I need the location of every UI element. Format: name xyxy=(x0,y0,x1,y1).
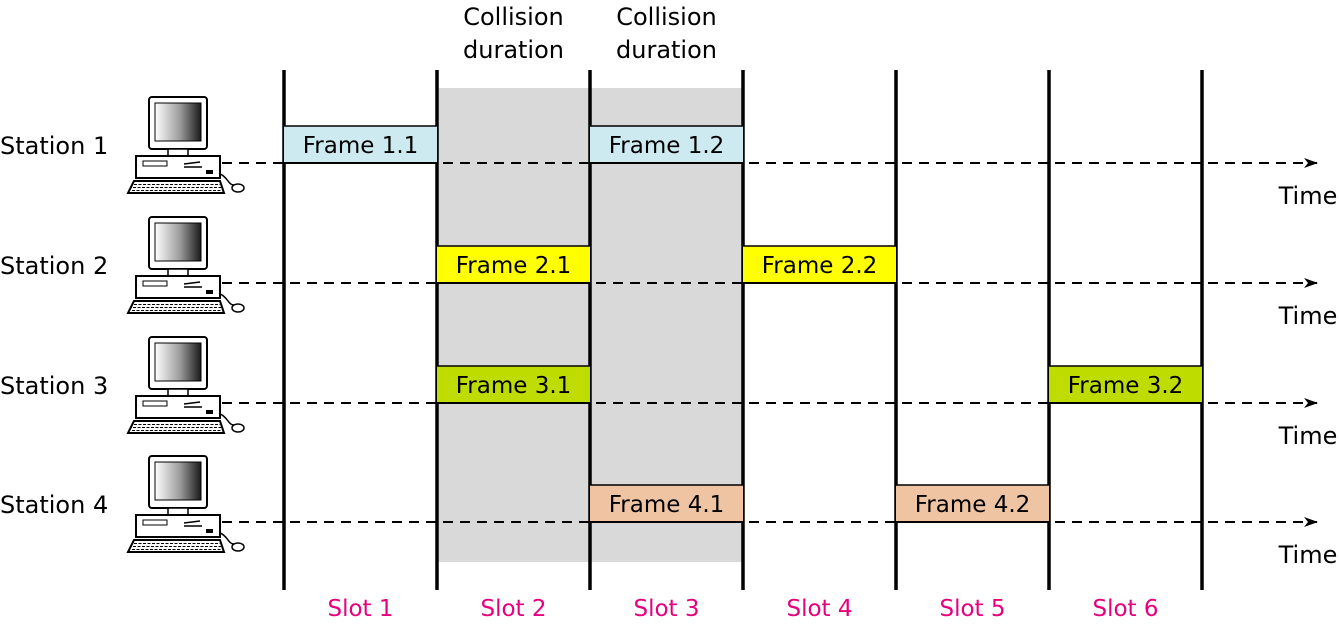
time-label: Time xyxy=(1278,541,1338,569)
frame-label: Frame 3.2 xyxy=(1068,373,1184,399)
computer-icon xyxy=(126,336,245,434)
frame-label: Frame 2.1 xyxy=(456,253,572,279)
slot-label: Slot 6 xyxy=(1092,596,1158,622)
frame-label: Frame 4.2 xyxy=(915,492,1031,518)
time-label: Time xyxy=(1278,302,1338,330)
slot-label: Slot 1 xyxy=(327,596,393,622)
frame-box xyxy=(743,246,896,283)
station-label: Station 3 xyxy=(0,372,108,400)
collision-label-line1: Collision xyxy=(463,3,564,31)
computer-icon xyxy=(126,96,245,194)
frame-label: Frame 2.2 xyxy=(762,253,878,279)
frame-label: Frame 1.2 xyxy=(609,133,725,159)
station-label: Station 1 xyxy=(0,132,108,160)
time-label: Time xyxy=(1278,422,1338,450)
frame-label: Frame 4.1 xyxy=(609,492,725,518)
station-label: Station 4 xyxy=(0,491,108,519)
frame-label: Frame 3.1 xyxy=(456,373,572,399)
collision-label-line2: duration xyxy=(463,36,564,64)
frame-box xyxy=(1049,366,1202,403)
station-label: Station 2 xyxy=(0,252,108,280)
collision-region xyxy=(590,88,743,562)
frame-box xyxy=(590,485,743,522)
collision-label-line2: duration xyxy=(616,36,717,64)
frame-box xyxy=(437,246,590,283)
frame-label: Frame 1.1 xyxy=(303,133,419,159)
computer-icon xyxy=(126,455,245,553)
time-label: Time xyxy=(1278,182,1338,210)
collision-region xyxy=(437,88,590,562)
slot-label: Slot 4 xyxy=(786,596,852,622)
frame-box xyxy=(896,485,1049,522)
slot-label: Slot 3 xyxy=(633,596,699,622)
collision-label-line1: Collision xyxy=(616,3,717,31)
computer-icon xyxy=(126,216,245,314)
slot-label: Slot 5 xyxy=(939,596,1005,622)
slot-label: Slot 2 xyxy=(480,596,546,622)
frame-box xyxy=(284,126,437,163)
frame-box xyxy=(437,366,590,403)
frame-box xyxy=(590,126,743,163)
